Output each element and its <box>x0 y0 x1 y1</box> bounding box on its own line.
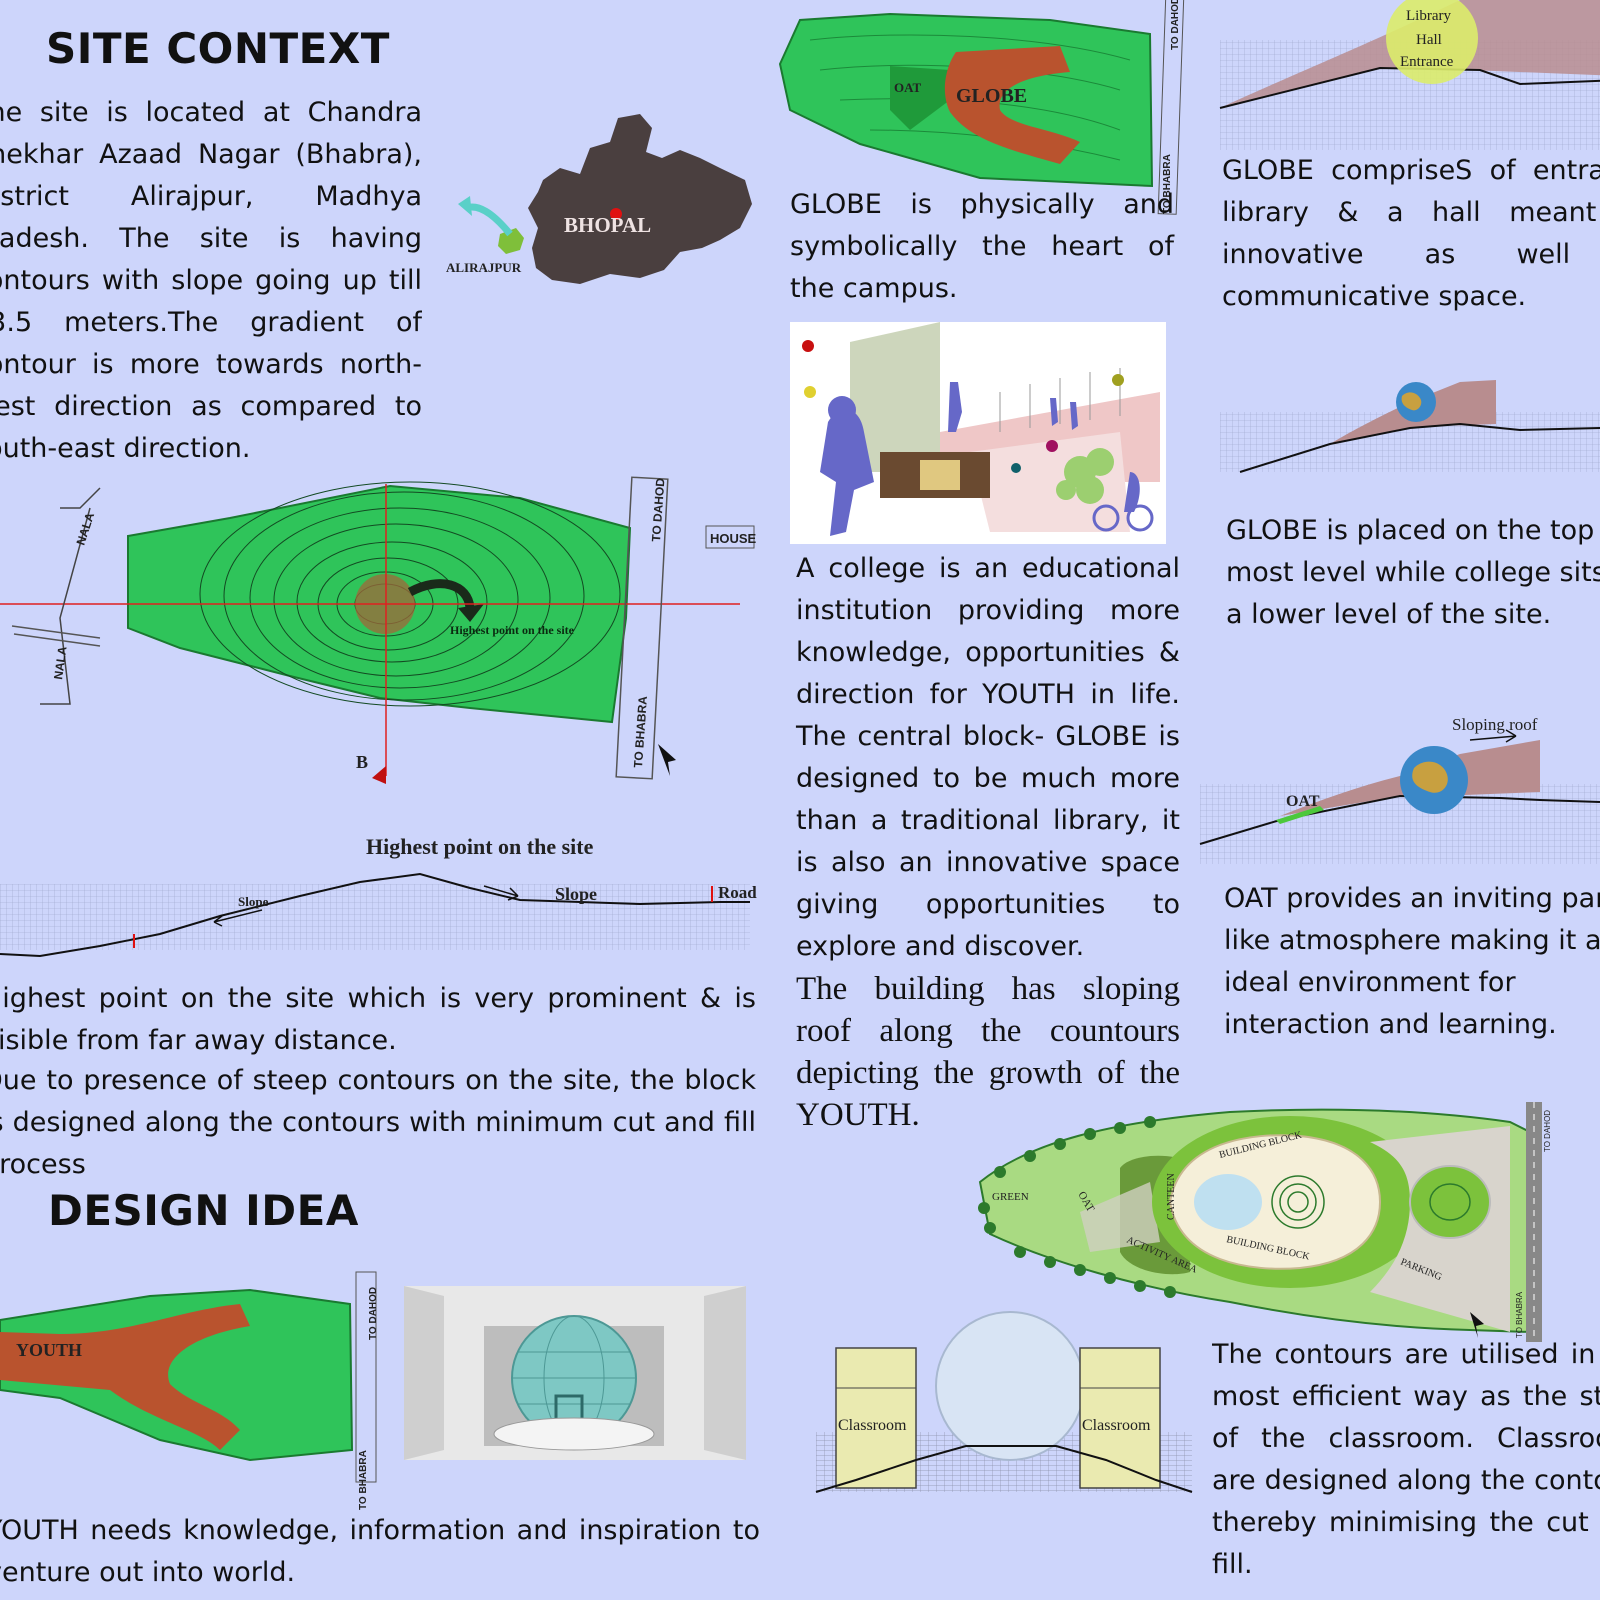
youth-label: YOUTH <box>16 1340 82 1360</box>
globe-interior-render <box>404 1286 746 1460</box>
youth-to-bhabra-label: TO BHABRA <box>358 1450 369 1510</box>
oat-sloping-roof-section: Sloping roof OAT <box>1199 715 1600 864</box>
right-oat-label: OAT <box>1286 793 1320 810</box>
section-slope-right: Slope <box>555 884 597 904</box>
classroom-section: Classroom Classroom <box>815 1311 1193 1493</box>
globe-top-level-section <box>1220 380 1600 473</box>
sloping-roof-label: Sloping roof <box>1452 715 1538 734</box>
site-context-paragraph: The site is located at Chandra Shekhar A… <box>0 97 422 464</box>
globe-to-bhabra-label: TO BHABRA <box>1162 154 1173 214</box>
bubble-library-label: Library <box>1406 8 1451 24</box>
to-bhabra-label: TO BHABRA <box>631 695 650 768</box>
right-paragraph-3: OAT provides an inviting park like atmos… <box>1224 883 1600 1040</box>
house-label: HOUSE <box>710 531 757 546</box>
globe-paragraph-2a: A college is an educational institution … <box>796 553 1180 962</box>
plan-to-dahod-label: TO DAHOD <box>1543 1110 1552 1152</box>
globe-label: GLOBE <box>956 85 1027 107</box>
nala-label-2: NALA <box>51 645 70 680</box>
site-context-paragraph-2b: Due to presence of steep contours on the… <box>0 1065 756 1174</box>
right-paragraph-2: GLOBE is placed on the top most level wh… <box>1226 515 1600 630</box>
to-dahod-label: TO DAHOD <box>649 477 667 542</box>
classroom-paragraph: The contours are utilised in the most ef… <box>1212 1339 1600 1580</box>
classroom-right-label: Classroom <box>1082 1417 1151 1434</box>
plan-green-label: GREEN <box>992 1191 1029 1203</box>
globe-concept-plan: OAT GLOBE TO DAHOD TO BHABRA <box>778 0 1185 215</box>
classroom-left-label: Classroom <box>838 1417 907 1434</box>
globe-paragraph-2b: The building has sloping roof along the … <box>796 971 1180 1133</box>
design-idea-paragraph: YOUTH needs knowledge, information and i… <box>0 1515 760 1588</box>
globe-to-dahod-label: TO DAHOD <box>1170 0 1181 50</box>
highest-point-label: Highest point on the site <box>450 623 575 637</box>
plan-canteen-label: CANTEEN <box>1166 1173 1177 1220</box>
bubble-hall-label: Hall <box>1416 32 1442 48</box>
site-context-paragraph-2a: Highest point on the site which is very … <box>0 983 756 1056</box>
campus-master-plan: GREEN OAT CANTEEN BUILDING BLOCK BUILDIN… <box>978 1102 1552 1342</box>
globe-paragraph-1: GLOBE is physically and symbolically the… <box>790 189 1174 304</box>
campus-collage-illustration <box>790 322 1166 544</box>
site-context-heading: SITE CONTEXT <box>46 24 390 73</box>
library-hall-section: Library Hall Entrance <box>1219 0 1600 150</box>
bhopal-label: BHOPAL <box>564 213 651 237</box>
site-section: Slope Slope Road Highest point on the si… <box>0 834 757 958</box>
design-idea-heading: DESIGN IDEA <box>48 1186 359 1235</box>
site-contour-plan: HOUSE NALA NALA TO DAHOD TO BHABRA Highe… <box>0 476 757 784</box>
alirajpur-label: ALIRAJPUR <box>446 260 522 275</box>
right-paragraph-1: GLOBE compriseS of entrance, library & a… <box>1222 155 1600 312</box>
section-road-label: Road <box>718 883 757 902</box>
youth-to-dahod-label: TO DAHOD <box>368 1287 379 1340</box>
section-marker-b: B <box>356 752 368 772</box>
plan-to-bhabra-label: TO BHABRA <box>1515 1291 1524 1338</box>
madhya-pradesh-map: BHOPAL ALIRAJPUR <box>446 114 752 284</box>
bubble-entrance-label: Entrance <box>1400 54 1454 70</box>
globe-oat-label: OAT <box>894 80 922 95</box>
section-highest-label: Highest point on the site <box>366 834 594 859</box>
section-slope-left: Slope <box>238 894 269 909</box>
nala-label-1: NALA <box>74 511 98 547</box>
youth-concept-plan: YOUTH TO DAHOD TO BHABRA <box>0 1271 379 1510</box>
